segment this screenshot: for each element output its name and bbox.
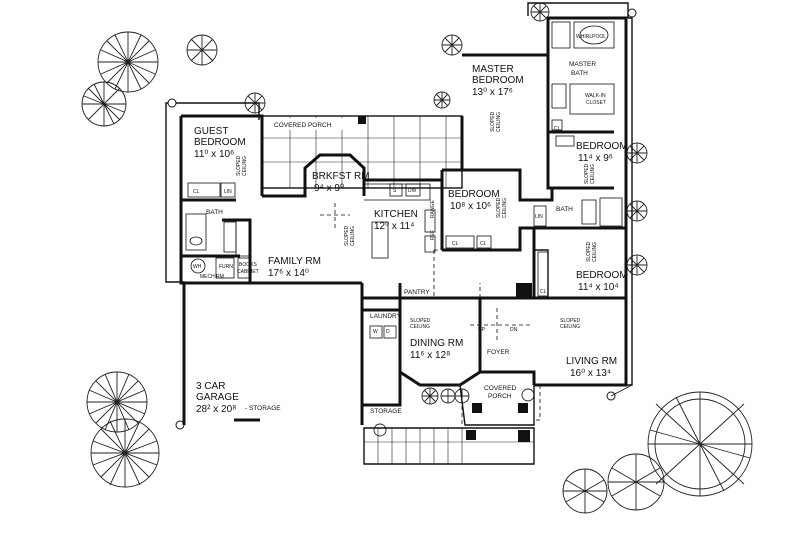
furn-label: FURN <box>219 264 233 270</box>
garage-dims: 28² x 20⁸ <box>196 404 236 415</box>
master-bedroom-dims: 13⁰ x 17⁶ <box>472 87 513 98</box>
house-walls <box>179 16 628 465</box>
sloped-dining-1: SLOPED <box>410 318 431 324</box>
master-bath-name-1: MASTER <box>569 61 596 68</box>
dining-rm-name: DINING RM <box>410 338 463 349</box>
kitchen-dims: 12⁰ x 11⁴ <box>374 221 414 232</box>
sloped-kitchen-2: CEILING <box>350 226 356 246</box>
sloped-guest-1: SLOPED <box>236 155 242 176</box>
sloped-bedroom-center-1: SLOPED <box>496 197 502 218</box>
storage-label: STORAGE <box>370 408 402 415</box>
s-label: S <box>393 188 397 194</box>
bedroom-right-lower-dims: 11⁴ x 10⁴ <box>578 282 619 293</box>
family-rm-dims: 17⁶ x 14⁰ <box>268 268 309 279</box>
cl-master: CL <box>554 126 561 132</box>
sloped-bedroom-lower-1: SLOPED <box>586 241 592 262</box>
w-label: W <box>373 329 378 335</box>
bedroom-right-upper-name: BEDROOM <box>576 141 628 152</box>
cl-center-2: CL <box>480 241 487 247</box>
lin-guest: LIN <box>224 189 232 195</box>
sloped-master-2: CEILING <box>496 112 502 132</box>
walk-in-closet-2: CLOSET <box>586 100 606 106</box>
tree-bottom-left <box>86 371 160 488</box>
up-label: UP <box>478 327 486 333</box>
sloped-bedroom-upper-1: SLOPED <box>584 163 590 184</box>
master-bedroom-name-1: MASTER <box>472 64 514 75</box>
sloped-living-1: SLOPED <box>560 318 581 324</box>
cl-center: CL <box>452 241 459 247</box>
kitchen-name: KITCHEN <box>374 209 418 220</box>
garage-storage-note: - STORAGE <box>245 405 281 412</box>
dn-label: DN <box>510 327 518 333</box>
ref-label: REF <box>430 230 436 240</box>
covered-porch-top-label: COVERED PORCH <box>274 122 332 129</box>
sloped-living-2: CEILING <box>560 324 580 330</box>
fixtures <box>185 21 623 339</box>
cl-guest: CL <box>193 189 200 195</box>
dining-rm-dims: 11⁶ x 12⁸ <box>410 350 450 361</box>
walk-in-closet-1: WALK-IN <box>585 93 606 99</box>
garage-name-1: 3 CAR <box>196 381 225 392</box>
lin-right: LIN <box>535 214 543 220</box>
foyer-label: FOYER <box>487 349 510 356</box>
sloped-master-1: SLOPED <box>490 111 496 132</box>
sloped-guest-2: CEILING <box>242 156 248 176</box>
guest-bedroom-dims: 11⁰ x 10⁶ <box>194 149 234 160</box>
sloped-dining-2: CEILING <box>410 324 430 330</box>
tree-top-left <box>81 31 218 127</box>
laundry-label: LAUNDRY <box>370 313 402 320</box>
cl-right-lower: CL <box>540 289 547 295</box>
books-cabinet-2: CABINET <box>237 269 259 275</box>
sloped-bedroom-upper-2: CEILING <box>590 164 596 184</box>
wh-label: WH <box>193 264 202 270</box>
brkfst-dims: 9⁴ x 9⁰ <box>314 183 344 194</box>
master-bedroom-name-2: BEDROOM <box>472 75 524 86</box>
sloped-bedroom-lower-2: CEILING <box>592 242 598 262</box>
tree-bottom-right <box>562 391 753 514</box>
covered-porch-front-1: COVERED <box>484 385 516 392</box>
sloped-bedroom-center-2: CEILING <box>502 198 508 218</box>
d-label: D <box>386 329 390 335</box>
range-label: RANGE <box>430 200 436 218</box>
whirlpool-label: WHIRLPOOL <box>576 34 606 40</box>
pantry-label: PANTRY <box>404 289 430 296</box>
master-bath-name-2: BATH <box>571 70 588 77</box>
bath-right-label: BATH <box>556 206 573 213</box>
mech-rm-label: MECH RM <box>200 274 224 280</box>
living-rm-dims: 16⁰ x 13⁴ <box>570 368 611 379</box>
bedroom-center-name: BEDROOM <box>448 189 500 200</box>
bedroom-center-dims: 10⁸ x 10⁶ <box>450 201 491 212</box>
guest-bedroom-name-1: GUEST <box>194 126 228 137</box>
dw-label: DW <box>408 188 417 194</box>
books-cabinet-1: BOOKS <box>239 262 257 268</box>
guest-bedroom-name-2: BEDROOM <box>194 137 246 148</box>
covered-porch-front-2: PORCH <box>488 393 512 400</box>
bedroom-right-lower-name: BEDROOM <box>576 270 628 281</box>
family-rm-name: FAMILY RM <box>268 256 321 267</box>
room-labels: GUEST BEDROOM 11⁰ x 10⁶ COVERED PORCH BR… <box>193 34 628 415</box>
living-rm-name: LIVING RM <box>566 356 617 367</box>
brkfst-name: BRKFST RM <box>312 171 370 182</box>
bedroom-right-upper-dims: 11⁴ x 9⁶ <box>578 153 613 164</box>
sloped-kitchen-1: SLOPED <box>344 225 350 246</box>
bath-left-label: BATH <box>206 209 223 216</box>
garage-name-2: GARAGE <box>196 392 239 403</box>
